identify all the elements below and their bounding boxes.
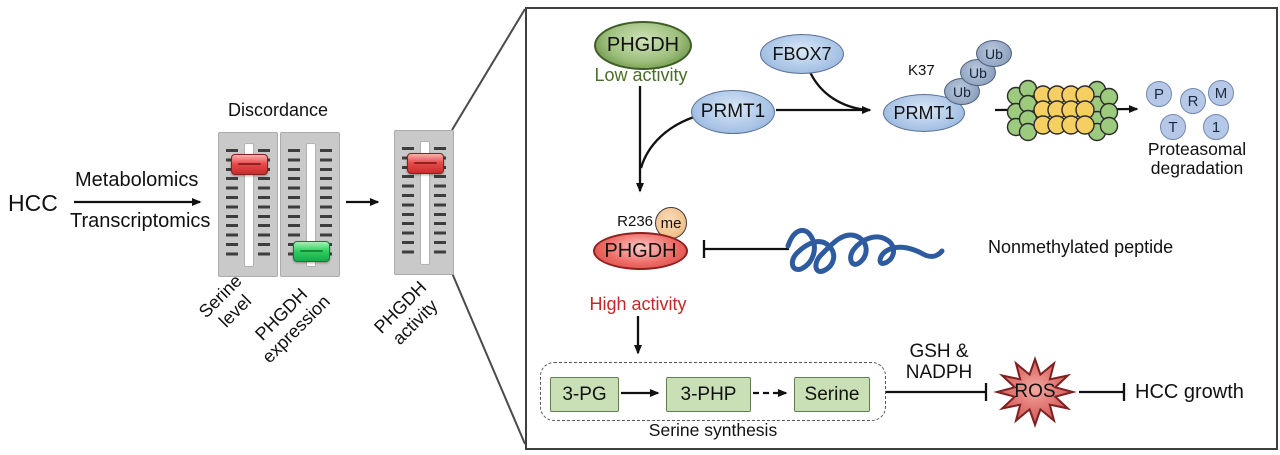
prmt1-node: PRMT1 [691,90,775,134]
hcc-growth-label: HCC growth [1135,381,1244,403]
prmt1-ub-label: PRMT1 [893,102,955,123]
nonmethylated-peptide-label: Nonmethylated peptide [988,237,1174,257]
slider-handle-activity [407,153,444,174]
r236-label: R236 [617,213,653,230]
hcc-label: HCC [8,190,58,216]
slider-track [420,141,430,265]
phgdh-high-node: PHGDH [593,232,688,270]
metabolite-serine: Serine [794,377,870,412]
slider-serine-level [218,132,278,277]
slider-track [306,143,316,267]
slider-ticks [258,149,270,261]
metabolomics-label: Metabolomics [75,169,199,191]
letter-r: R [1180,88,1206,114]
slider-ticks [402,147,414,259]
ub3-node: Ub [976,40,1012,67]
serine-synthesis-box [540,362,886,421]
prmt1-methylation-curve [639,115,695,169]
slider-phgdh-activity [394,130,454,275]
transcriptomics-label: Transcriptomics [70,210,211,232]
serine-synthesis-label: Serine synthesis [648,420,778,440]
letter-1: 1 [1203,114,1229,140]
slider-track [244,143,254,267]
phgdh-low-label: PHGDH [606,34,680,56]
callout-line-top [451,8,526,131]
metabolite-3pg: 3-PG [550,377,619,412]
high-activity-label: High activity [589,294,687,314]
k37-label: K37 [908,62,935,79]
low-activity-label: Low activity [594,65,688,85]
gsh-nadph-label: GSH &NADPH [905,341,973,383]
peptide-squiggle [785,228,945,274]
fbox7-curve [808,71,867,112]
pathway-panel [525,7,1278,450]
slider-ticks [288,149,300,261]
letter-t: T [1160,114,1186,140]
callout-line-bottom [451,272,526,445]
ros-label: ROS [1014,381,1056,402]
discordance-label: Discordance [227,100,329,120]
prmt1-label: PRMT1 [700,101,766,122]
phgdh-low-node: PHGDH [594,21,692,70]
slider-ticks [226,149,238,261]
slider-handle-serine [231,154,268,175]
slider-ticks [434,147,446,259]
ub2-node: Ub [960,59,996,86]
fbox7-node: FBOX7 [760,34,844,74]
metabolite-3php: 3-PHP [666,377,751,412]
ros-star [993,355,1077,429]
letter-p: P [1146,81,1172,107]
proteasome [1006,79,1119,142]
phgdh-high-label: PHGDH [604,239,677,262]
letter-m: M [1208,80,1234,106]
fbox7-label: FBOX7 [772,43,832,64]
slider-ticks [320,149,332,261]
slider-phgdh-expression [280,132,340,277]
slider-handle-expression [293,241,330,262]
